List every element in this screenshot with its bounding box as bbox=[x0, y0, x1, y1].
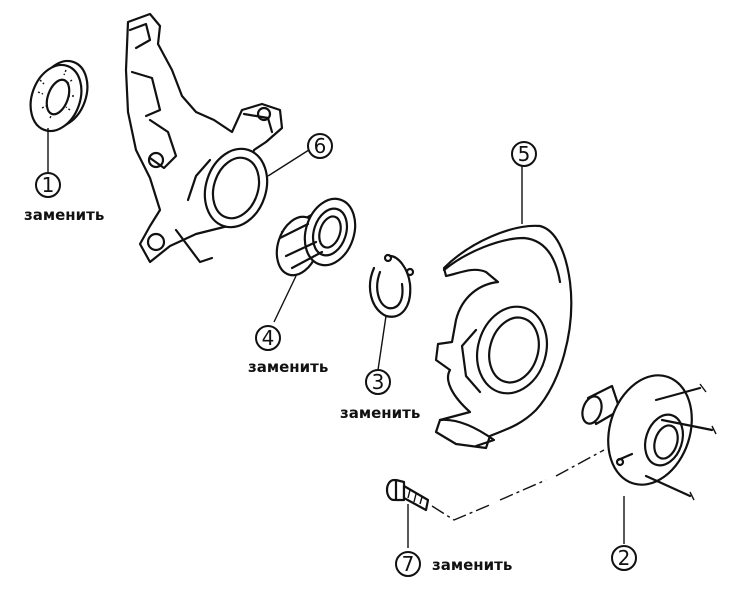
steering-knuckle bbox=[124, 12, 284, 264]
assembly-axis-line bbox=[431, 449, 605, 521]
callout-number: 5 bbox=[518, 142, 531, 166]
callout-number: 3 bbox=[372, 370, 385, 394]
callout-6: 6 bbox=[307, 133, 333, 159]
callout-number: 7 bbox=[402, 552, 415, 576]
callout-3: 3 заменить bbox=[340, 369, 420, 422]
callout-note: заменить bbox=[432, 556, 512, 574]
callout-number: 6 bbox=[314, 134, 327, 158]
callout-note: заменить bbox=[340, 404, 420, 422]
wheel-bearing bbox=[275, 197, 357, 277]
callout-number: 4 bbox=[262, 326, 275, 350]
callout-number: 1 bbox=[42, 173, 55, 197]
callout-note: заменить bbox=[24, 206, 104, 224]
callout-note: заменить bbox=[248, 358, 328, 376]
oil-seal bbox=[29, 59, 89, 133]
dust-shield bbox=[434, 224, 573, 450]
leader-line-4 bbox=[273, 275, 297, 323]
callout-number: 2 bbox=[618, 546, 631, 570]
callout-5: 5 bbox=[511, 141, 537, 167]
callout-7: 7 заменить bbox=[395, 551, 512, 577]
wheel-hub bbox=[581, 374, 717, 501]
leader-line-3 bbox=[377, 315, 387, 371]
leader-line-6 bbox=[267, 147, 313, 177]
callout-4: 4 заменить bbox=[248, 325, 328, 376]
callout-1: 1 заменить bbox=[24, 172, 104, 224]
snap-ring bbox=[368, 253, 415, 318]
callout-2: 2 bbox=[611, 545, 637, 571]
hub-bolt bbox=[385, 478, 430, 512]
